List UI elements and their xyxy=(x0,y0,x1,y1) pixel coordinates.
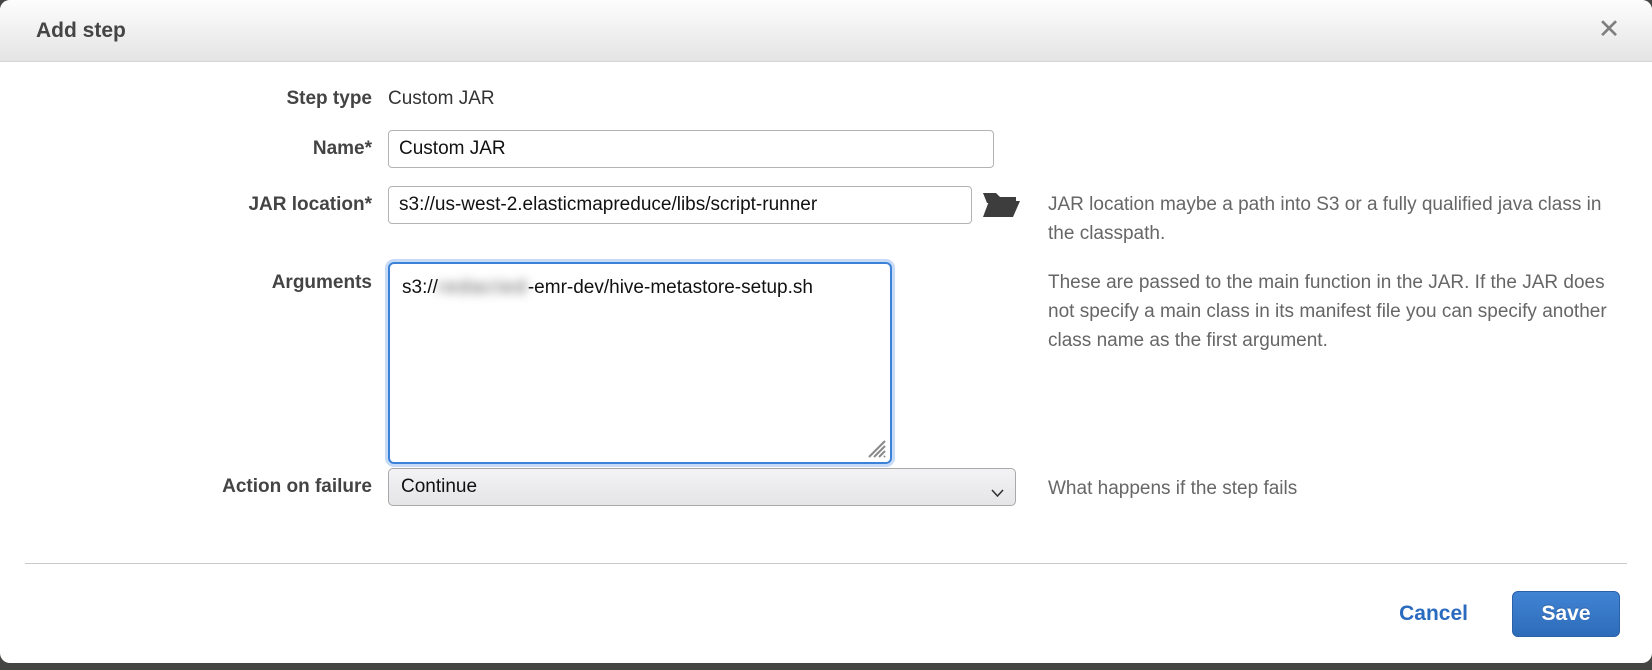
arguments-value-suffix: -emr-dev/hive-metastore-setup.sh xyxy=(527,277,813,298)
jar-location-label: JAR location* xyxy=(248,194,372,215)
name-row: Name* xyxy=(0,130,1652,168)
action-on-failure-row: Action on failure Continue What happens … xyxy=(0,468,1652,506)
step-type-value: Custom JAR xyxy=(388,88,495,109)
action-on-failure-selected-value: Continue xyxy=(401,476,478,497)
cancel-button[interactable]: Cancel xyxy=(1399,602,1468,625)
action-on-failure-select[interactable]: Continue xyxy=(388,468,1016,506)
dialog-header: Add step ✕ xyxy=(0,0,1652,62)
close-icon[interactable]: ✕ xyxy=(1597,14,1621,44)
dialog-footer: Cancel Save xyxy=(0,564,1652,637)
dialog-title: Add step xyxy=(36,18,126,42)
name-label: Name* xyxy=(312,138,372,159)
action-on-failure-label: Action on failure xyxy=(222,476,372,497)
jar-location-help: JAR location maybe a path into S3 or a f… xyxy=(1048,194,1602,244)
arguments-help: These are passed to the main function in… xyxy=(1048,272,1607,351)
step-type-label: Step type xyxy=(286,88,372,109)
arguments-row: Arguments s3://redacted-emr-dev/hive-met… xyxy=(0,262,1652,464)
jar-location-input[interactable] xyxy=(388,186,972,224)
footer-divider xyxy=(25,563,1627,564)
arguments-redacted-text: redacted xyxy=(437,277,528,298)
action-on-failure-help: What happens if the step fails xyxy=(1048,478,1298,499)
dialog-body: Step type Custom JAR Name* JAR location*… xyxy=(0,62,1652,506)
browse-s3-folder-icon[interactable] xyxy=(981,188,1021,222)
step-type-row: Step type Custom JAR xyxy=(0,86,1652,112)
arguments-value-prefix: s3:// xyxy=(402,277,438,298)
save-button[interactable]: Save xyxy=(1512,591,1620,637)
arguments-textarea[interactable]: s3://redacted-emr-dev/hive-metastore-set… xyxy=(388,262,892,464)
jar-location-row: JAR location* JAR location maybe a path … xyxy=(0,186,1652,244)
resize-grip-icon[interactable] xyxy=(861,433,887,459)
name-input[interactable] xyxy=(388,130,994,168)
arguments-label: Arguments xyxy=(271,272,372,293)
chevron-down-icon xyxy=(991,482,1004,504)
